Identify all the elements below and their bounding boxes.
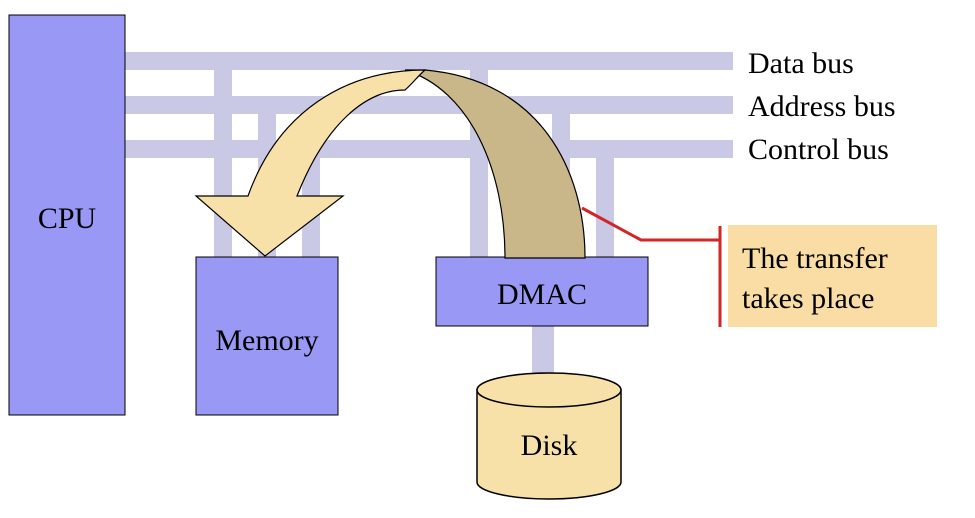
transfer-callout: The transfer takes place [581,206,937,327]
memory-block: Memory [195,256,339,416]
callout-line-2: takes place [742,282,874,315]
cpu-block: CPU [8,14,126,416]
data-bus-line [125,52,733,70]
cpu-label: CPU [38,202,97,235]
control-bus-label: Control bus [748,133,889,166]
dmac-tap-3 [596,158,614,258]
callout-box [728,225,937,327]
memory-tap-1 [214,70,232,258]
bus-labels: Data bus Address bus Control bus [748,47,896,166]
data-bus-label: Data bus [748,47,854,80]
disk-label: Disk [521,429,578,462]
address-bus-label: Address bus [748,90,896,123]
callout-pointer [581,206,720,242]
disk-connector [532,326,554,378]
dmac-label: DMAC [497,278,587,311]
address-bus-line [125,96,733,114]
memory-label: Memory [215,324,318,357]
dmac-block: DMAC [435,256,649,327]
disk-cylinder: Disk [476,372,622,500]
callout-line-1: The transfer [742,242,888,275]
transfer-arrow-front [194,69,427,257]
